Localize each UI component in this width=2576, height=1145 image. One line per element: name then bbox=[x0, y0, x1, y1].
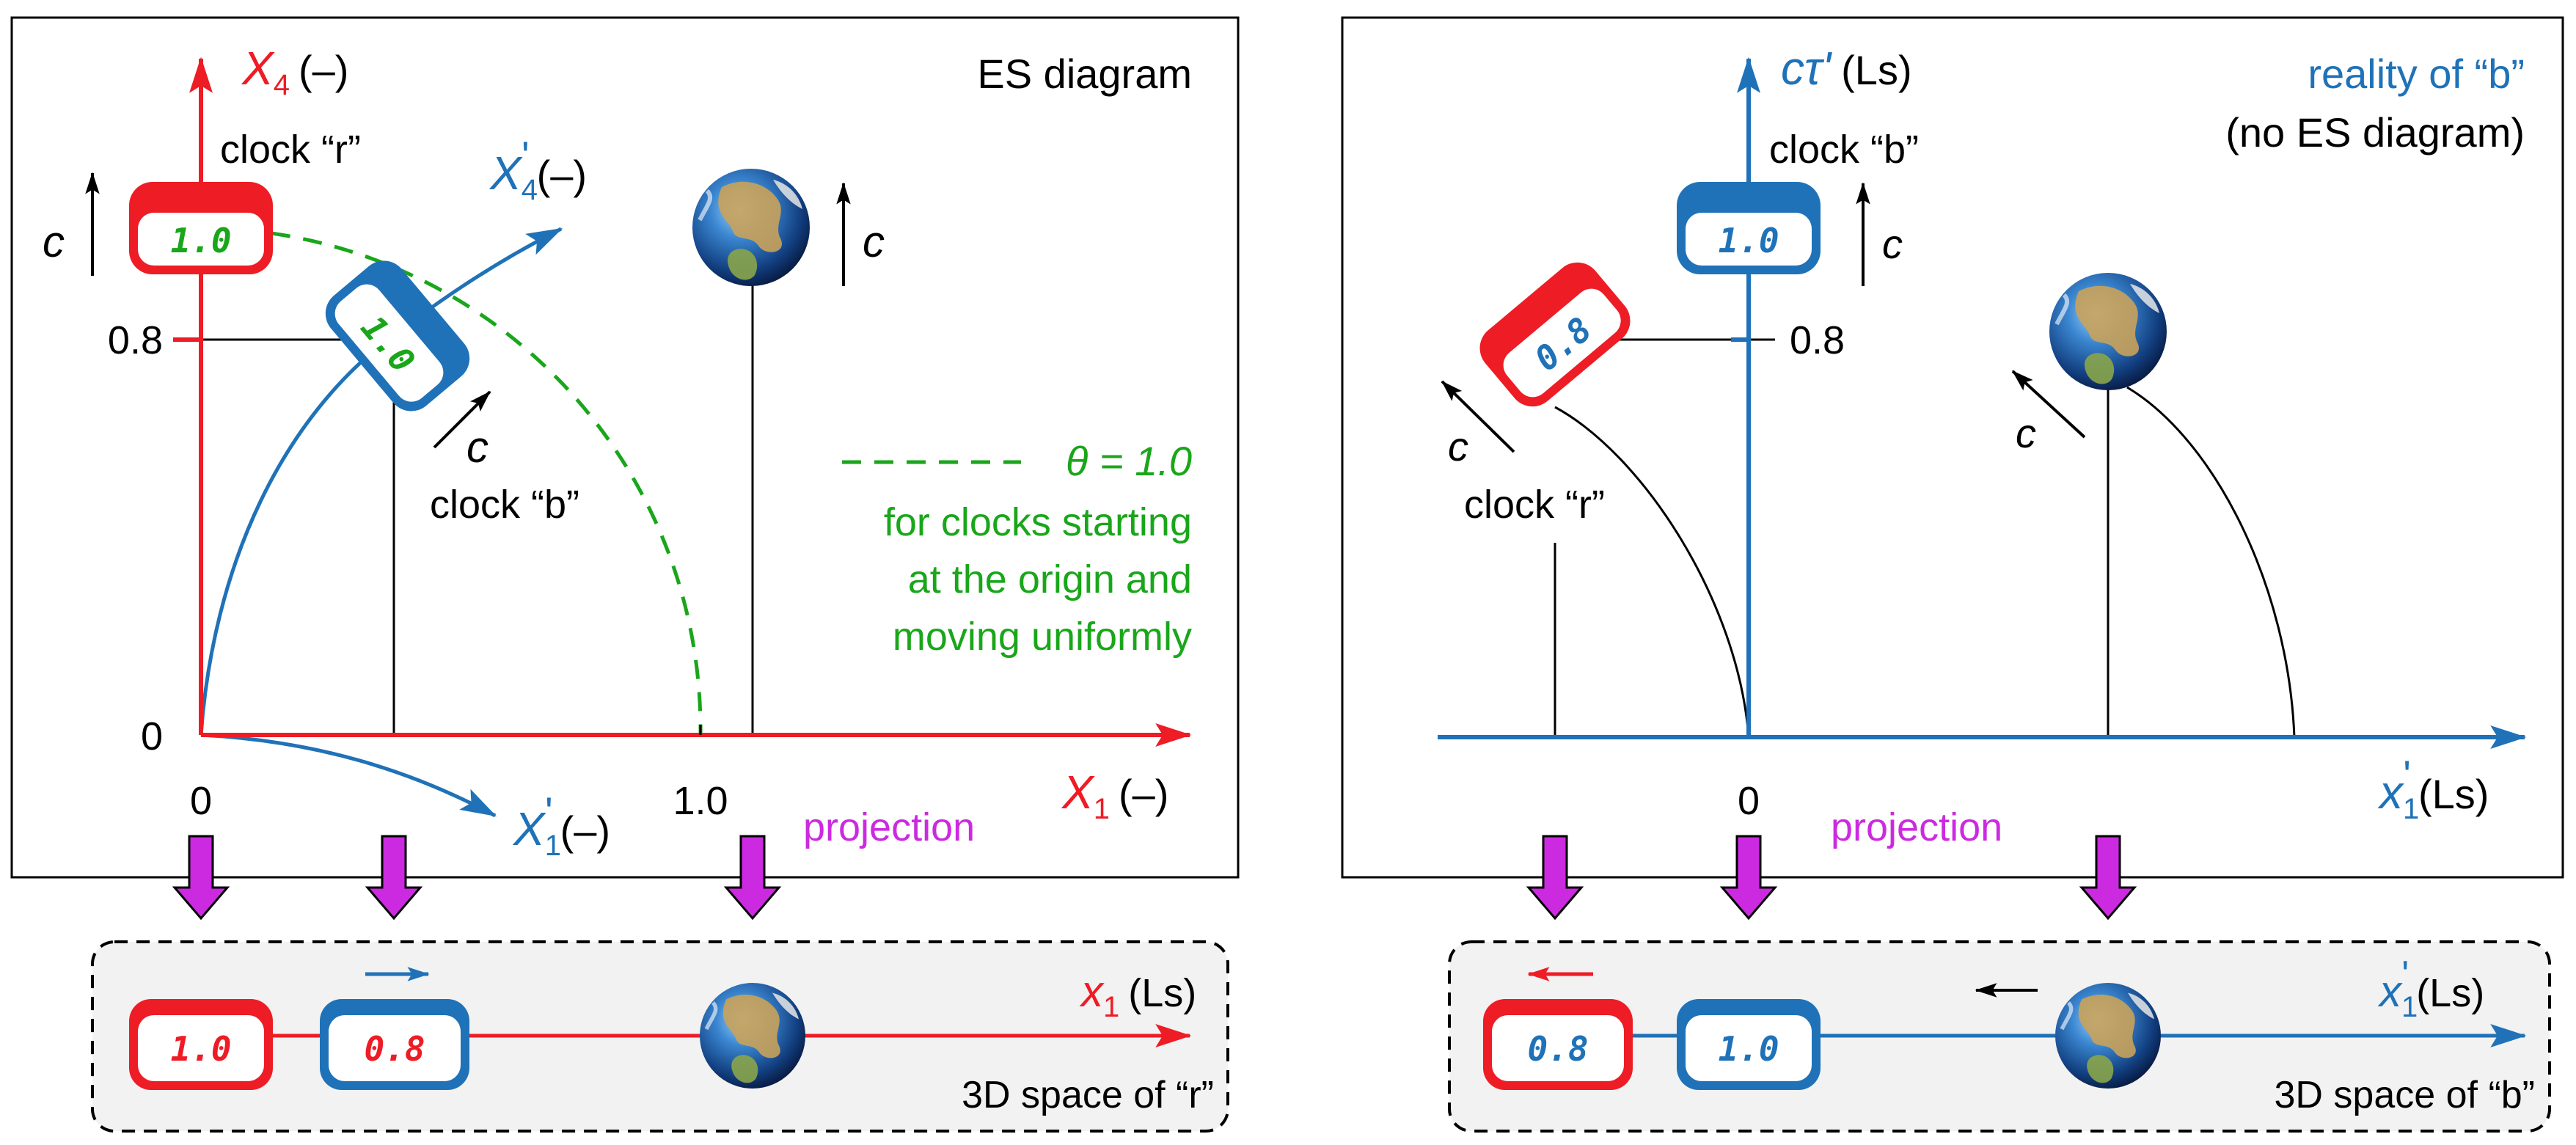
c-arrow-earth-right bbox=[2011, 370, 2086, 439]
theta-equation: θ = 1.0 bbox=[1066, 438, 1192, 484]
clock-r-left: 1.0 bbox=[129, 182, 273, 274]
x1-prime-axis-label: X1'(–) bbox=[512, 789, 610, 862]
bottom-right-axis-label: x1'(Ls) bbox=[2377, 954, 2484, 1023]
tick-label-0-right: 0 bbox=[1738, 779, 1760, 823]
clock-b-right-value: 1.0 bbox=[1718, 221, 1779, 260]
clock-b-left: 1.0 bbox=[325, 260, 470, 411]
projection-arrow bbox=[1719, 835, 1778, 921]
clock-r-left-value: 1.0 bbox=[170, 221, 231, 260]
clock-b-right: 1.0 bbox=[1677, 182, 1821, 274]
c-label-earth-left: c bbox=[863, 217, 885, 266]
left-panel-frame bbox=[10, 16, 1240, 879]
theta-note-line-2: at the origin and bbox=[908, 557, 1192, 601]
earth-arc-right bbox=[2126, 386, 2296, 738]
theta-note-line-3: moving uniformly bbox=[893, 615, 1192, 659]
earth-icon bbox=[700, 983, 805, 1089]
x4-prime-axis bbox=[199, 227, 563, 736]
bottom-right-caption: 3D space of “b” bbox=[2275, 1074, 2536, 1116]
right-panel-frame bbox=[1341, 16, 2564, 879]
clock-r-label-right: clock “r” bbox=[1464, 483, 1605, 527]
bottom-right-clock-b: 1.0 bbox=[1677, 999, 1821, 1090]
bottom-left-caption: 3D space of “r” bbox=[962, 1074, 1214, 1116]
bottom-left-clock-r-value: 1.0 bbox=[170, 1029, 231, 1069]
tick-label-0-x-left: 0 bbox=[190, 779, 212, 823]
projection-arrows-right bbox=[1526, 835, 2137, 921]
clock-r-label-left: clock “r” bbox=[220, 128, 361, 172]
ctau-axis-label: cτ'(Ls) bbox=[1781, 42, 1912, 95]
clock-b-label-right: clock “b” bbox=[1769, 128, 1919, 172]
c-label-clock-r-right: c bbox=[1448, 423, 1468, 469]
tick-label-10-left: 1.0 bbox=[673, 779, 728, 823]
left-panel-title: ES diagram bbox=[977, 51, 1192, 97]
bottom-right-clock-b-value: 1.0 bbox=[1718, 1029, 1779, 1069]
x1-prime-axis-label-right: x1'(Ls) bbox=[2377, 752, 2489, 825]
right-panel-title-line-1: reality of “b” bbox=[2308, 51, 2525, 97]
projection-label-right: projection bbox=[1831, 805, 2002, 849]
c-label-clock-b-left: c bbox=[466, 422, 489, 472]
x4-axis-label: X4(–) bbox=[241, 42, 348, 101]
c-arrow-clock-r-right bbox=[1441, 380, 1515, 453]
bottom-left-clock-b: 0.8 bbox=[320, 999, 469, 1090]
bottom-left-clock-b-value: 0.8 bbox=[364, 1029, 425, 1069]
c-label-left: c bbox=[43, 217, 65, 266]
earth-icon bbox=[692, 169, 810, 286]
projection-arrow bbox=[1526, 835, 1584, 921]
c-label-earth-right: c bbox=[2016, 410, 2036, 456]
bottom-right-clock-r-value: 0.8 bbox=[1527, 1029, 1588, 1069]
x1-prime-axis bbox=[200, 733, 497, 818]
tick-label-0-y-left: 0 bbox=[141, 714, 163, 758]
projection-arrow bbox=[723, 835, 782, 921]
tick-label-08-left: 0.8 bbox=[108, 318, 163, 362]
projection-arrows-left bbox=[172, 835, 782, 921]
clock-b-label-left: clock “b” bbox=[430, 483, 579, 527]
clock-r-right: 0.8 bbox=[1479, 262, 1631, 407]
c-label-clock-b-right: c bbox=[1882, 221, 1903, 267]
tick-label-08-right: 0.8 bbox=[1790, 318, 1845, 362]
x1-axis-label: X1(–) bbox=[1061, 766, 1168, 825]
theta-curve bbox=[271, 231, 703, 736]
projection-arrow bbox=[2079, 835, 2137, 921]
earth-icon bbox=[2055, 983, 2161, 1089]
x4-prime-axis-label: X4'(–) bbox=[489, 133, 587, 206]
projection-label-left: projection bbox=[803, 805, 975, 849]
c-arrow-clock-b-left bbox=[433, 390, 491, 449]
clock-r-arc-right bbox=[1554, 406, 1750, 738]
projection-arrow bbox=[172, 835, 230, 921]
theta-note-line-1: for clocks starting bbox=[884, 500, 1192, 544]
bottom-right-clock-r: 0.8 bbox=[1483, 999, 1633, 1090]
bottom-left-axis-label: x1(Ls) bbox=[1079, 967, 1196, 1023]
projection-arrow bbox=[365, 835, 423, 921]
earth-icon bbox=[2049, 273, 2167, 390]
bottom-left-clock-r: 1.0 bbox=[129, 999, 273, 1090]
right-panel-title-line-2: (no ES diagram) bbox=[2225, 109, 2525, 156]
